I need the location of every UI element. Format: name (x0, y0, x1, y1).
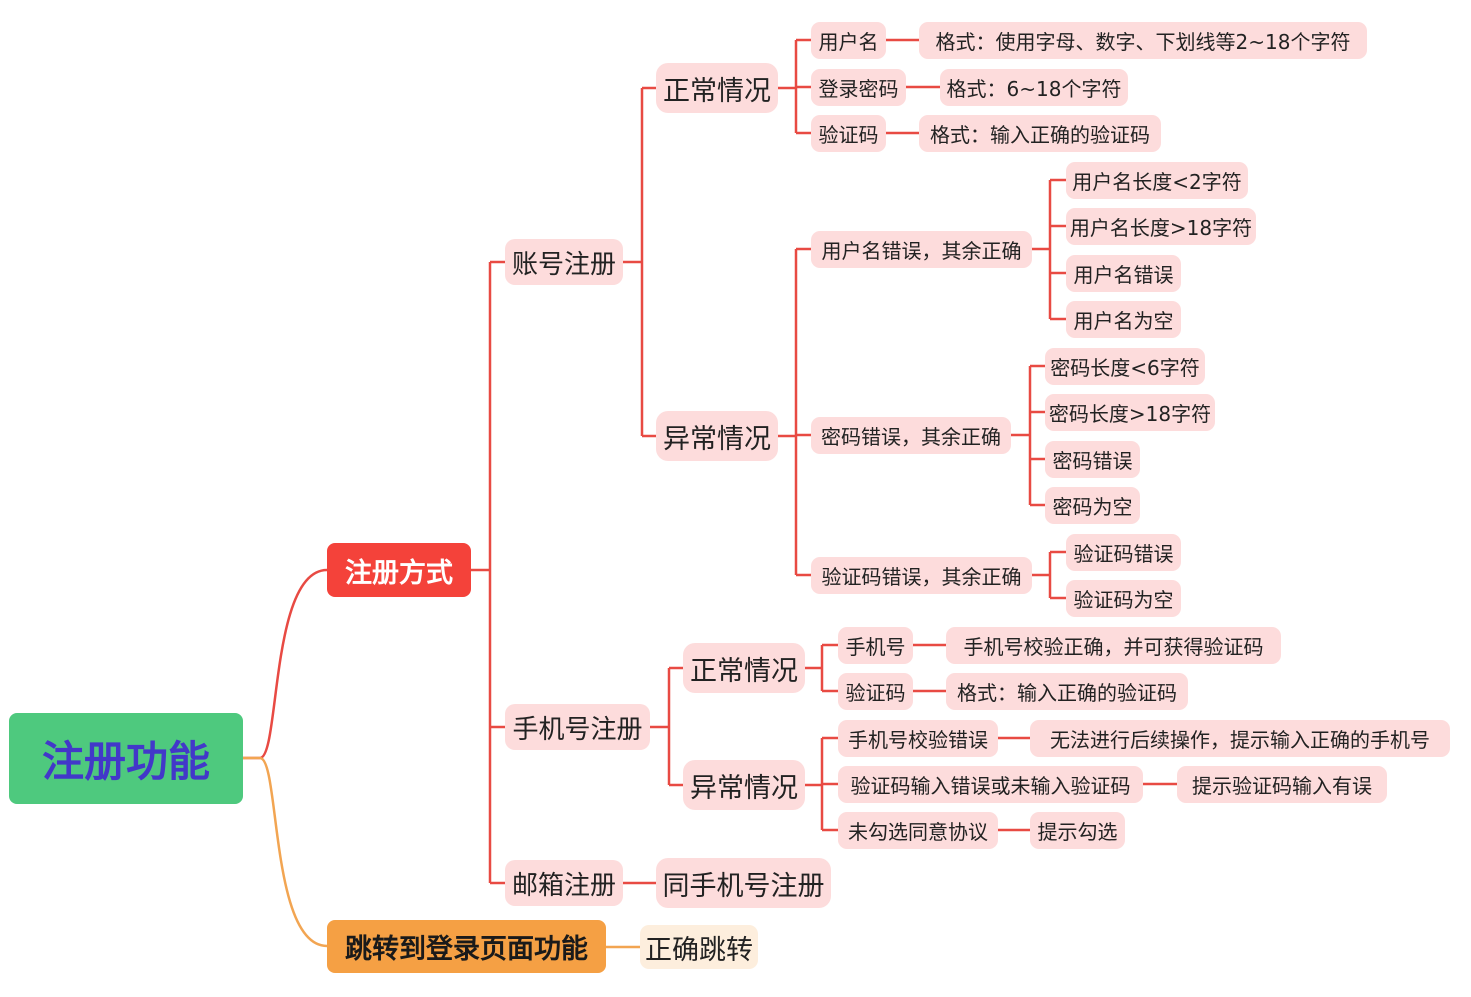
phone-captcha-format-node: 格式：输入正确的验证码 (946, 673, 1188, 710)
captcha-format-node: 格式：输入正确的验证码 (919, 115, 1161, 152)
username-format-node: 格式：使用字母、数字、下划线等2~18个字符 (919, 22, 1367, 59)
username-node: 用户名 (811, 22, 886, 59)
agreement-result-node: 提示勾选 (1030, 812, 1125, 849)
captcha-error-node: 验证码错误，其余正确 (811, 557, 1032, 594)
captcha-wrong-result-node: 提示验证码输入有误 (1177, 766, 1387, 803)
password-error-node: 密码错误，其余正确 (811, 417, 1011, 454)
register-methods-node: 注册方式 (327, 543, 471, 597)
password-node: 登录密码 (811, 69, 906, 106)
root-to-register-link (243, 568, 328, 760)
redirect-correct-node: 正确跳转 (640, 925, 758, 969)
username-error-node: 用户名错误，其余正确 (811, 231, 1032, 268)
email-same-as-phone-node: 同手机号注册 (656, 858, 831, 908)
account-normal-node: 正常情况 (656, 63, 778, 113)
root-node: 注册功能 (9, 713, 243, 804)
phone-number-desc-node: 手机号校验正确，并可获得验证码 (946, 627, 1281, 664)
password-case-3: 密码错误 (1045, 441, 1140, 478)
email-register-node: 邮箱注册 (505, 860, 623, 906)
password-format-node: 格式：6~18个字符 (940, 69, 1128, 106)
captcha-wrong-node: 验证码输入错误或未输入验证码 (838, 766, 1143, 803)
phone-normal-node: 正常情况 (683, 643, 805, 693)
username-case-1: 用户名长度<2字符 (1066, 162, 1248, 199)
phone-captcha-node: 验证码 (838, 673, 913, 710)
captcha-case-2: 验证码为空 (1066, 580, 1181, 617)
phone-number-node: 手机号 (838, 627, 913, 664)
phone-abnormal-node: 异常情况 (683, 760, 805, 810)
redirect-login-node: 跳转到登录页面功能 (327, 920, 606, 973)
password-case-2: 密码长度>18字符 (1045, 394, 1215, 431)
password-case-1: 密码长度<6字符 (1045, 348, 1205, 385)
username-case-3: 用户名错误 (1066, 255, 1181, 292)
phone-invalid-result-node: 无法进行后续操作，提示输入正确的手机号 (1030, 720, 1450, 757)
account-abnormal-node: 异常情况 (656, 411, 778, 461)
password-case-4: 密码为空 (1045, 487, 1140, 524)
captcha-case-1: 验证码错误 (1066, 534, 1181, 571)
account-register-node: 账号注册 (505, 239, 623, 285)
username-case-2: 用户名长度>18字符 (1066, 208, 1256, 245)
phone-invalid-node: 手机号校验错误 (838, 720, 998, 757)
username-case-4: 用户名为空 (1066, 301, 1181, 338)
agreement-node: 未勾选同意协议 (838, 812, 998, 849)
phone-register-node: 手机号注册 (505, 704, 650, 750)
captcha-node: 验证码 (811, 115, 886, 152)
root-to-redirect-link (243, 756, 328, 948)
